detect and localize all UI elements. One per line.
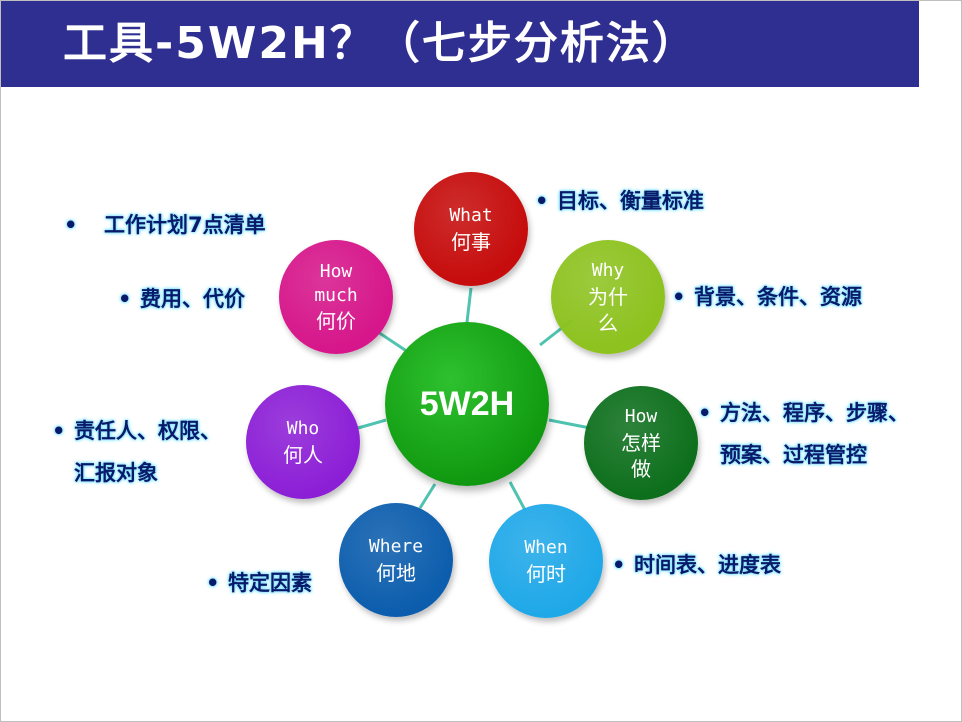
- bullet-icon: •: [64, 213, 78, 237]
- node-who-zh: 何人: [283, 443, 323, 467]
- note-where-text: 特定因素: [228, 571, 312, 595]
- node-how-en: How: [624, 406, 658, 427]
- slide-title: 工具-5W2H？（七步分析法）: [63, 18, 698, 69]
- connector-where: [418, 483, 437, 509]
- bullet-icon: •: [206, 571, 220, 595]
- connector-what: [465, 287, 473, 323]
- note-how-text-2: 预案、过程管控: [720, 443, 867, 467]
- note-when: • 时间表、进度表: [612, 544, 781, 586]
- note-when-text: 时间表、进度表: [634, 553, 781, 577]
- node-where: Where 何地: [339, 503, 453, 617]
- bullet-icon: •: [118, 287, 132, 311]
- node-how: How 怎样 做: [584, 386, 698, 500]
- note-plan-text: 工作计划7点清单: [104, 213, 266, 237]
- node-where-en: Where: [368, 536, 424, 557]
- center-node-5w2h: 5W2H: [385, 322, 549, 486]
- title-bar: 工具-5W2H？（七步分析法）: [1, 1, 919, 87]
- node-what: What 何事: [414, 172, 528, 286]
- connector-how: [548, 418, 591, 430]
- center-label: 5W2H: [419, 384, 515, 423]
- node-why: Why 为什 么: [551, 240, 665, 354]
- node-howmuch-en-1: How: [319, 261, 353, 282]
- node-who-en: Who: [286, 418, 320, 439]
- bullet-icon: •: [672, 285, 686, 309]
- connector-who: [357, 418, 387, 430]
- note-who-text-1: 责任人、权限、: [74, 419, 221, 443]
- note-plan: • 工作计划7点清单: [64, 204, 266, 246]
- note-who: • 责任人、权限、 汇报对象: [52, 410, 221, 494]
- note-how: • 方法、程序、步骤、 预案、过程管控: [698, 392, 909, 476]
- node-why-zh-1: 为什: [588, 285, 628, 309]
- node-what-zh: 何事: [451, 230, 491, 254]
- node-howmuch: How much 何价: [279, 240, 393, 354]
- node-howmuch-en-2: much: [314, 285, 358, 306]
- connector-when: [508, 481, 527, 511]
- note-what-text: 目标、衡量标准: [557, 189, 704, 213]
- bullet-icon: •: [612, 553, 626, 577]
- node-where-zh: 何地: [376, 561, 416, 585]
- node-who: Who 何人: [246, 385, 360, 499]
- bullet-icon: •: [52, 419, 66, 443]
- node-howmuch-zh: 何价: [316, 309, 356, 333]
- node-why-en: Why: [591, 260, 625, 281]
- note-where: • 特定因素: [206, 562, 312, 604]
- bullet-icon: •: [535, 189, 549, 213]
- node-what-en: What: [449, 205, 493, 226]
- note-why: • 背景、条件、资源: [672, 276, 862, 318]
- note-why-text: 背景、条件、资源: [694, 285, 862, 309]
- node-why-zh-2: 么: [598, 311, 618, 335]
- node-how-zh-1: 怎样: [621, 431, 661, 455]
- note-how-text-1: 方法、程序、步骤、: [720, 401, 909, 425]
- note-what: • 目标、衡量标准: [535, 180, 704, 222]
- connector-howmuch: [374, 328, 409, 354]
- node-when-zh: 何时: [526, 562, 566, 586]
- node-when: When 何时: [489, 504, 603, 618]
- node-how-zh-2: 做: [631, 457, 651, 481]
- note-howmuch-text: 费用、代价: [140, 287, 245, 311]
- node-when-en: When: [524, 537, 568, 558]
- note-who-text-2: 汇报对象: [74, 461, 158, 485]
- note-howmuch: • 费用、代价: [118, 278, 245, 320]
- bullet-icon: •: [698, 401, 712, 425]
